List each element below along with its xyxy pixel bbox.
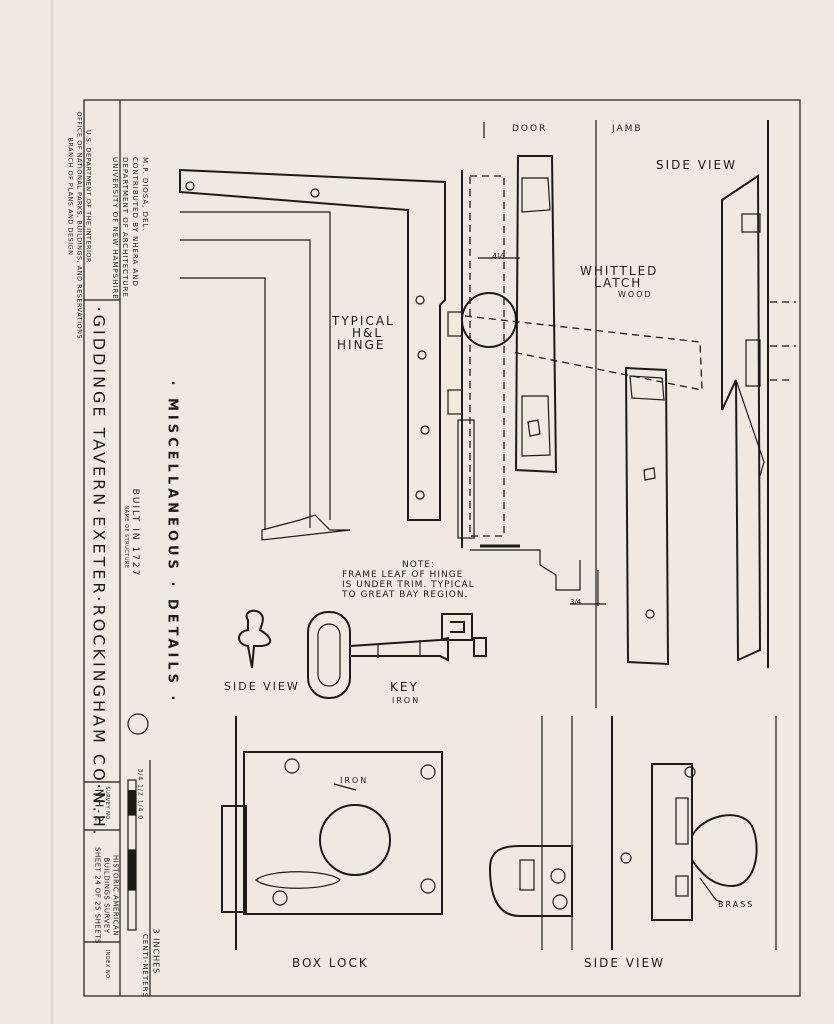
side-view-lock-drawing	[488, 716, 777, 950]
sheet-number: SHEET 24 OF 25 SHEETS	[93, 847, 102, 944]
side-view-top-label: SIDE VIEW	[656, 158, 737, 172]
scale-tick-2: 1/2	[136, 784, 144, 797]
survey-block: HISTORIC AMERICAN BUILDINGS SURVEY SHEET…	[93, 846, 120, 946]
jamb-label: JAMB	[612, 124, 643, 134]
latch-material: WOOD	[618, 290, 653, 299]
note-line-2: IS UNDER TRIM. TYPICAL	[342, 580, 475, 590]
side-view-latch-drawing	[721, 120, 796, 668]
survey-line-2: BUILDINGS SURVEY	[102, 857, 111, 934]
name-of-structure-caption: NAME OF STRUCTURE	[123, 505, 129, 569]
note-heading: NOTE:	[402, 560, 436, 570]
side-view-wingnut-label: SIDE VIEW	[224, 680, 300, 693]
key-drawing	[307, 611, 487, 699]
brass-note: BRASS	[718, 900, 755, 909]
latch-label-1: WHITTLED	[580, 264, 659, 278]
trim-dimension: 3/4	[570, 598, 582, 606]
note-line-3: TO GREAT BAY REGION.	[342, 590, 469, 600]
sheet-title: · MISCELLANEOUS · DETAILS ·	[164, 380, 180, 705]
scale-bar	[127, 779, 137, 931]
agency-block: U.S. DEPARTMENT OF THE INTERIOR OFFICE O…	[66, 111, 93, 340]
scale-tick-1: 3/4	[136, 768, 144, 782]
latch-drawing	[461, 120, 703, 708]
hinge-dimension: 4½	[492, 252, 505, 261]
box-lock-drawing	[221, 716, 443, 950]
credit-line-2: CONTRIBUTED BY NHERA AND	[131, 157, 139, 287]
latch-label-2: LATCH	[594, 276, 643, 290]
side-view-lock-label: SIDE VIEW	[584, 956, 665, 970]
credit-line-1: M.P. DIOSA, DEL.	[141, 157, 149, 232]
seal	[127, 713, 149, 735]
survey-no: NH-2	[92, 788, 106, 825]
agency-line-2: OFFICE OF NATIONAL PARKS, BUILDINGS, AND…	[75, 111, 84, 340]
hinge-label-1: TYPICAL	[332, 314, 395, 328]
scale-ticks: 3/4 1/2 1/4 0	[136, 768, 144, 821]
scale-inches-label: 3 INCHES	[151, 928, 161, 975]
index-no-caption: INDEX NO.	[104, 949, 110, 981]
agency-line-1: U.S. DEPARTMENT OF THE INTERIOR	[84, 129, 93, 264]
hinge-label-2: H&L	[352, 326, 384, 340]
hinge-label-3: HINGE	[337, 338, 386, 352]
built-date: BUILT IN 1727	[130, 488, 140, 578]
wingnut-drawing	[238, 609, 272, 669]
key-label: KEY	[390, 680, 419, 694]
hinge-drawing	[179, 168, 606, 606]
scale-tick-4: 0	[136, 815, 144, 821]
agency-line-3: BRANCH OF PLANS AND DESIGN	[66, 137, 75, 256]
credits-block: M.P. DIOSA, DEL. CONTRIBUTED BY NHERA AN…	[110, 157, 150, 327]
sheet-border	[83, 99, 801, 997]
credit-line-3: DEPARTMENT OF ARCHITECTURE	[121, 157, 129, 298]
scale-cm-label: CENTI-METERS	[141, 934, 149, 998]
key-material: IRON	[392, 696, 421, 705]
survey-line-1: HISTORIC AMERICAN	[111, 854, 120, 937]
door-label: DOOR	[512, 124, 548, 134]
note-line-1: FRAME LEAF OF HINGE	[342, 570, 464, 580]
box-lock-label: BOX LOCK	[292, 956, 369, 970]
credit-line-4: UNIVERSITY OF NEW HAMPSHIRE	[111, 157, 119, 300]
structure-name: ·GIDDINGE TAVERN·EXETER·ROCKINGHAM CO·N.…	[89, 306, 109, 838]
box-lock-iron-note: IRON	[340, 776, 369, 785]
scale-tick-3: 1/4	[136, 799, 144, 813]
